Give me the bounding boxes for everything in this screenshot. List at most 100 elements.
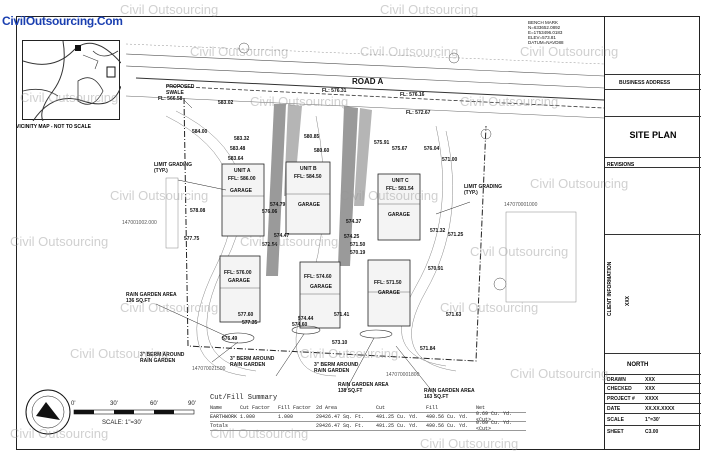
table-cell: 29426.47 Sq. Ft. [316, 423, 365, 429]
elevation-label: 575.91 [374, 140, 390, 146]
rain-garden-left-label: RAIN GARDEN AREA 136 SQ.FT [126, 292, 177, 304]
tb-row-date: DATE XX.XX.XXXX [605, 404, 701, 414]
table-cell: 29426.47 Sq. Ft. [316, 414, 365, 420]
berm-left-label: 3" BERM AROUND RAIN GARDEN [140, 352, 185, 364]
table-header: Fill [426, 405, 439, 411]
limit-grading-right-label: LIMIT GRADING (TYP.) [464, 184, 503, 196]
elevation-label: 584.00 [192, 129, 208, 135]
table-cell: 0.69 Cu. Yd.<Cut> [476, 420, 513, 432]
elevation-label: 573.10 [332, 340, 348, 346]
parcel-id-label: 147070001000 [504, 202, 538, 208]
elevation-label: 571.32 [430, 228, 446, 234]
garage-label: GARAGE [378, 290, 400, 296]
tb-row-scale: SCALE 1"=30' [605, 414, 701, 426]
table-row: EARTHWORK 1.000 1.000 29426.47 Sq. Ft. 4… [210, 411, 526, 423]
table-header: Net [476, 405, 486, 411]
table-cell: 490.56 Cu. Yd. [426, 423, 469, 429]
tb-value: XX.XX.XXXX [645, 406, 675, 412]
ffl-label: FFL: 586.00 [228, 176, 256, 182]
elevation-label: 574.47 [274, 233, 290, 239]
company-seal [25, 389, 71, 435]
tb-label: SCALE [607, 417, 624, 423]
table-header-row: Name Cut Factor Fill Factor 2d Area Cut … [210, 404, 526, 413]
table-row: Totals 29426.47 Sq. Ft. 491.25 Cu. Yd. 4… [210, 420, 526, 432]
vicinity-map [22, 40, 122, 122]
parcel-id-label: 147070001800 [386, 372, 420, 378]
cut-fill-summary-table: Cut/Fill Summary Name Cut Factor Fill Fa… [210, 394, 526, 432]
ffl-label: FFL: 574.60 [304, 274, 332, 280]
rain-garden-center-label: RAIN GARDEN AREA 138 SQ.FT [338, 382, 389, 394]
tb-row-checked: CHECKED XXX [605, 384, 701, 394]
elevation-label: 580.85 [304, 134, 320, 140]
elevation-label: 576.49 [222, 336, 238, 342]
limit-grading-left-label: LIMIT GRADING (TYP.) [154, 162, 193, 174]
elevation-label: 574.79 [270, 202, 286, 208]
fl-top-right-label: FL: 572.67 [406, 110, 431, 116]
garage-label: GARAGE [298, 202, 320, 208]
elevation-label: 574.25 [344, 234, 360, 240]
tb-value: C3.00 [645, 429, 659, 435]
elevation-label: 583.32 [234, 136, 250, 142]
ffl-label: FFL: 576.00 [224, 270, 252, 276]
client-info-row [605, 234, 701, 354]
fl-road-label: FL: 576.31 [322, 88, 347, 94]
table-cell: 1.000 [240, 414, 256, 420]
tb-label: CHECKED [607, 386, 632, 392]
elevation-label: 574.44 [298, 316, 314, 322]
table-header: Cut [376, 405, 386, 411]
tb-label: DATE [607, 406, 621, 412]
tb-row-drawn: DRAWN XXX [605, 374, 701, 384]
table-cell: 1.000 [278, 414, 294, 420]
scale-caption: SCALE: 1"=30' [102, 420, 142, 426]
table-header: 2d Area [316, 405, 338, 411]
elevation-label: 570.19 [350, 250, 366, 256]
ffl-label: FFL: 581.54 [386, 186, 414, 192]
elevation-label: 570.91 [428, 266, 444, 272]
table-cell: Totals [210, 423, 229, 429]
bench-mark-label: BENCH MARK N=633652.0892 E=1753496.0183 … [528, 20, 564, 45]
elevation-label: 575.67 [392, 146, 408, 152]
elevation-label: 577.75 [184, 236, 200, 242]
drawing-border [16, 16, 700, 450]
elevation-label: 577.35 [242, 320, 258, 326]
elevation-label: 576.04 [424, 146, 440, 152]
title-row [605, 116, 701, 158]
revisions-label: REVISIONS [607, 162, 635, 168]
client-information-label: CLIENT INFORMATION [607, 261, 613, 316]
elevation-label: 580.60 [314, 148, 330, 154]
watermark: Civil Outsourcing [120, 2, 219, 17]
site-plan-drawing: ROAD A PROPOSED SWALE LIMIT GRADING (TYP… [16, 16, 604, 450]
garage-label: GARAGE [228, 278, 250, 284]
vicinity-map-drawing [22, 40, 122, 122]
scale-tick-label: 90' [188, 401, 196, 407]
parcel-id-label: 147001002.000 [122, 220, 157, 226]
table-header: Name [210, 405, 223, 411]
logo: CivilOutsourcing.Com [2, 14, 123, 28]
fl-road-right-label: FL: 576.16 [400, 92, 425, 98]
elevation-label: 571.50 [350, 242, 366, 248]
scale-tick-label: 0' [71, 401, 76, 407]
elevation-label: 571.25 [448, 232, 464, 238]
north-label: NORTH [627, 362, 649, 368]
watermark: Civil Outsourcing [380, 2, 479, 17]
garage-label: GARAGE [388, 212, 410, 218]
elevation-label: 574.37 [346, 219, 362, 225]
road-label: ROAD A [352, 77, 384, 86]
fl-left-label: FL: 566.58 [158, 96, 183, 102]
business-address-row: BUSINESS ADDRESS [605, 74, 701, 90]
business-address: BUSINESS ADDRESS [619, 80, 671, 86]
parcel-id-label: 147070021500 [192, 366, 226, 372]
elevation-label: 577.60 [238, 312, 254, 318]
site-plan-linework [25, 42, 604, 435]
tb-value: XXX [645, 386, 656, 392]
elevation-label: 571.63 [446, 312, 462, 318]
unit-label: UNIT A [234, 168, 251, 174]
berm-center-left-label: 3" BERM AROUND RAIN GARDEN [230, 356, 275, 368]
tb-value: XXX [645, 377, 656, 383]
unit-label: UNIT B [300, 166, 317, 172]
tb-label: PROJECT # [607, 396, 635, 402]
elevation-label: 574.60 [292, 322, 308, 328]
tb-row-project: PROJECT # XXXX [605, 394, 701, 404]
client-information-value: XXX [625, 295, 631, 306]
tb-label: DRAWN [607, 377, 626, 383]
